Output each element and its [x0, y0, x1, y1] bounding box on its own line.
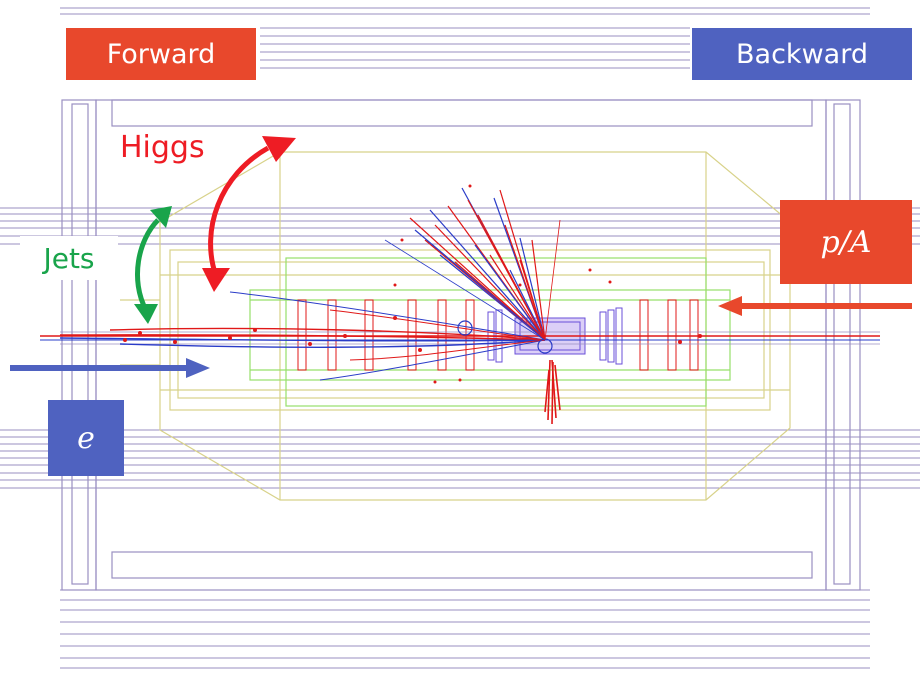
- higgs-label: Higgs: [120, 130, 205, 165]
- calorimeter-outline: [120, 151, 791, 501]
- electron-label: e: [48, 400, 124, 476]
- higgs-jet-tracks: [384, 187, 561, 341]
- forward-particle-tracks: [59, 291, 553, 381]
- downward-spray: [544, 359, 561, 425]
- calorimeter-hits: [123, 184, 702, 384]
- forward-label: Forward: [66, 28, 256, 80]
- electron-beam-arrow: [10, 358, 210, 378]
- backward-label: Backward: [692, 28, 912, 80]
- jets-label: Jets: [20, 236, 118, 280]
- jets-angle-arrow: [134, 206, 172, 324]
- higgs-angle-arrow: [202, 136, 296, 292]
- tracker-discs: [297, 299, 699, 371]
- outer-detector-lines: [0, 7, 920, 669]
- proton-ion-label: p/A: [780, 200, 912, 284]
- proton-beam-arrow: [718, 296, 912, 316]
